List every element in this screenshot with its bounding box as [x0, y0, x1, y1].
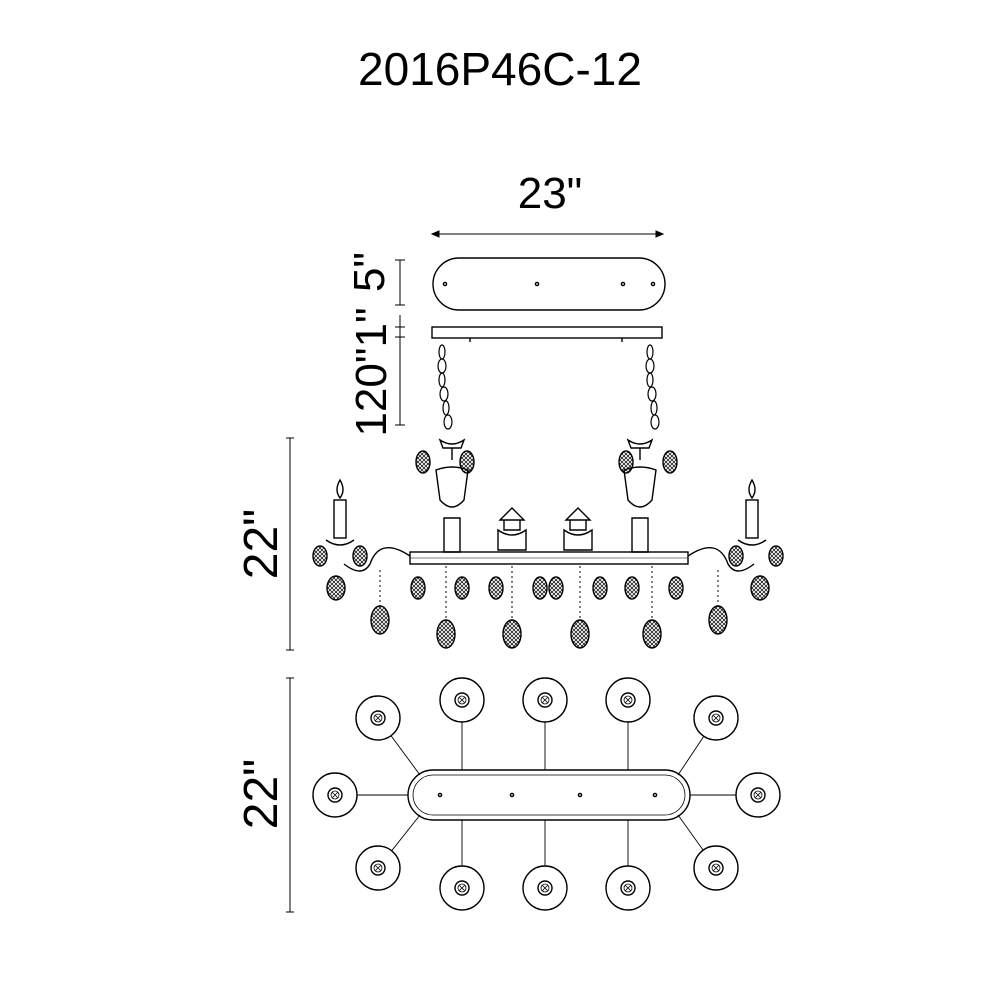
dimension-lines	[286, 230, 665, 913]
model-number: 2016P46C-12	[358, 43, 642, 95]
canopy-plate	[432, 257, 666, 311]
canopy-width-label: 23"	[517, 169, 583, 218]
canopy-side	[431, 326, 663, 342]
fixture-side-view	[312, 438, 784, 649]
candle-cups	[327, 692, 766, 896]
chains	[437, 344, 660, 430]
fixture-plan-view	[312, 677, 781, 911]
